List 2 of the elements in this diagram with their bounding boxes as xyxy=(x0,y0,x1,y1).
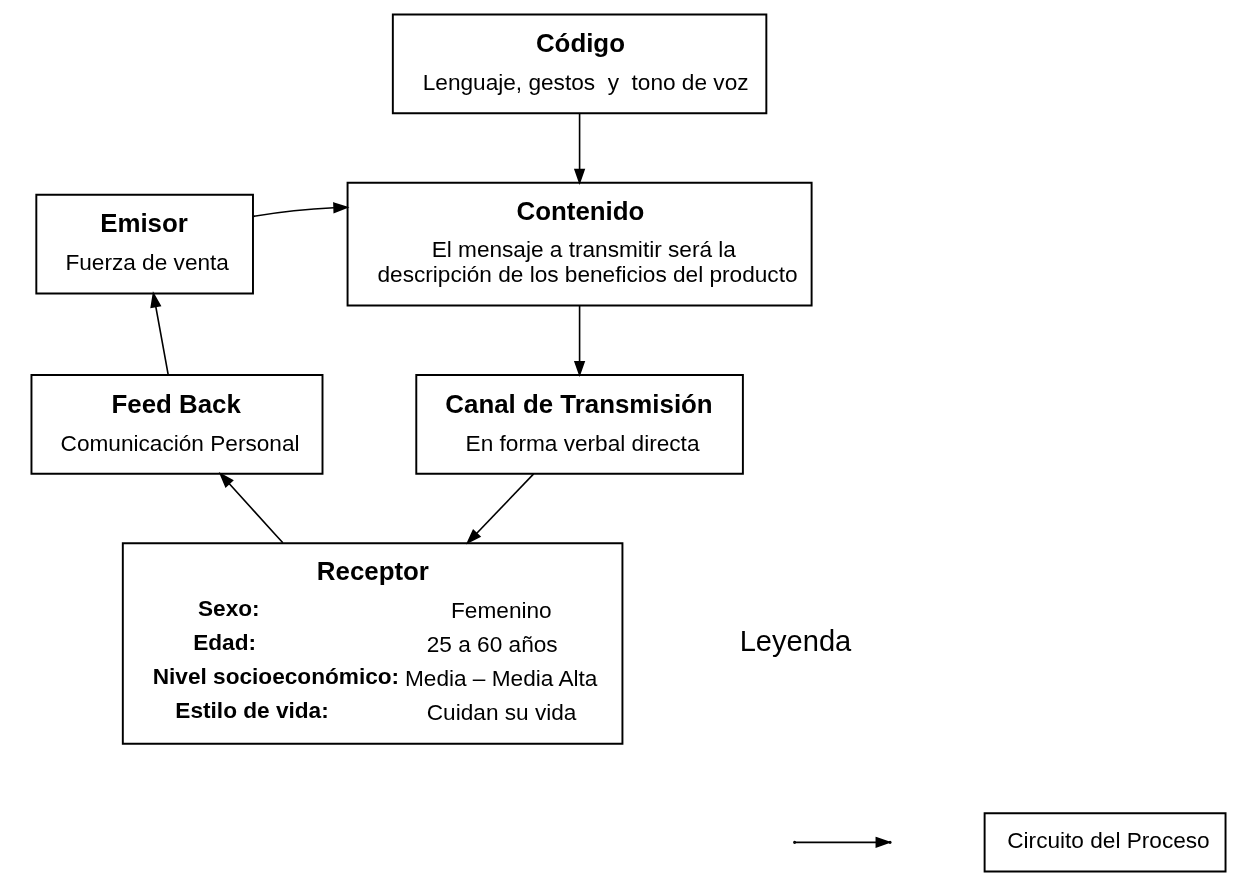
label: Leyenda xyxy=(739,624,852,657)
legend-label: Circuito del Proceso xyxy=(1007,828,1210,854)
